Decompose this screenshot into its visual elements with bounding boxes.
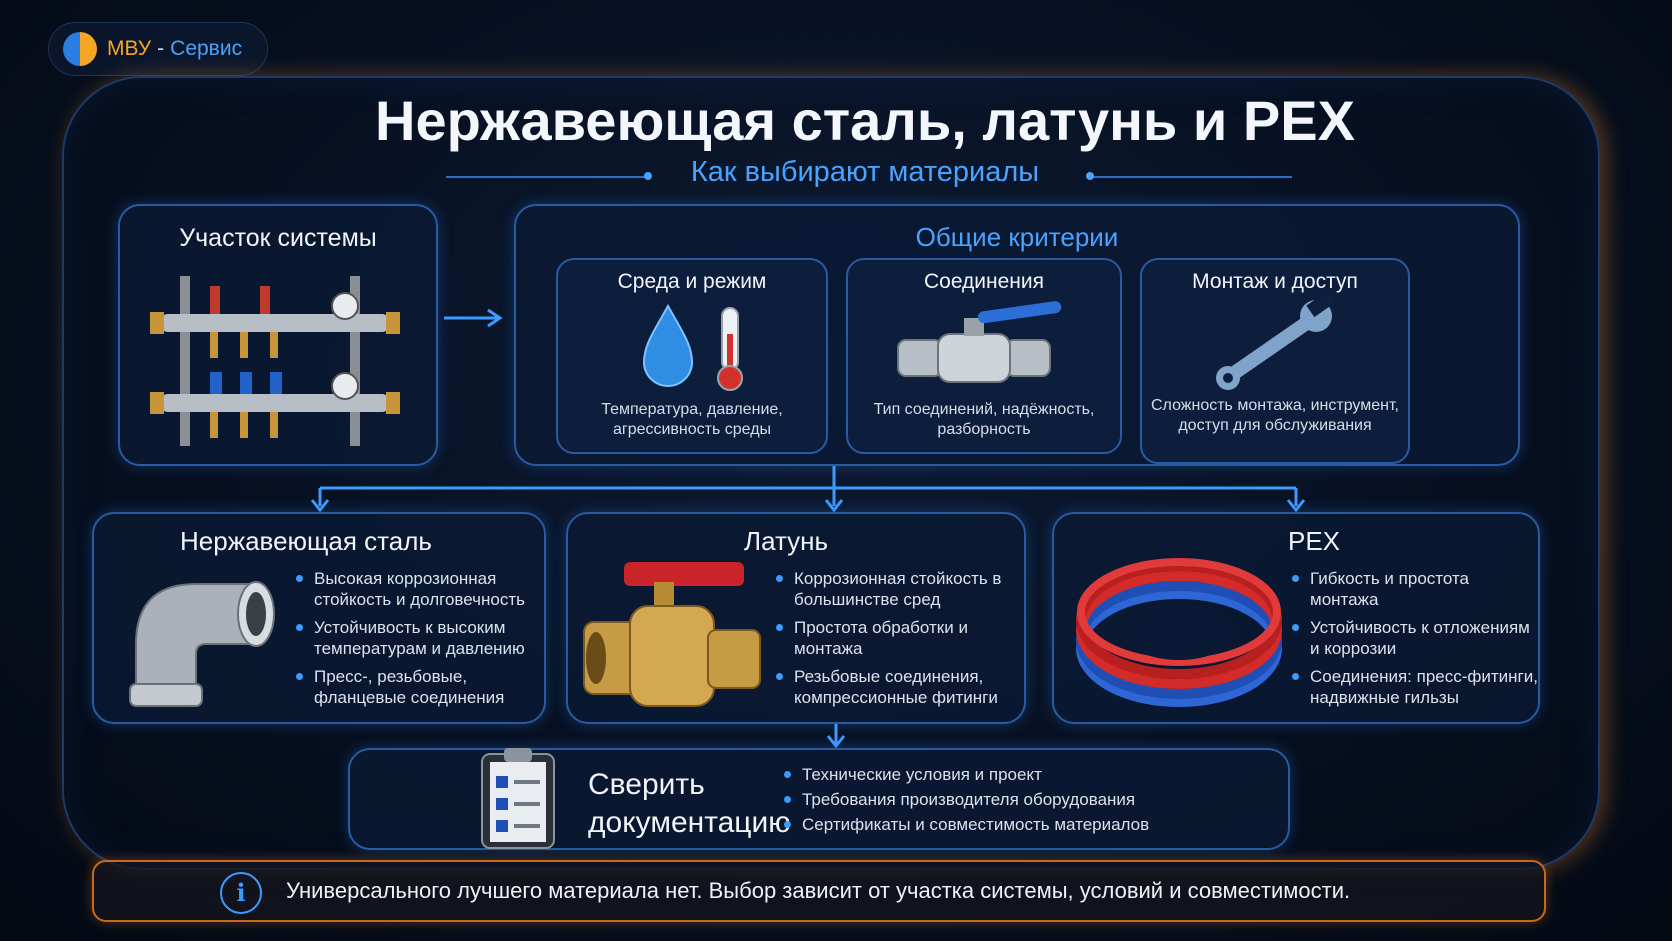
brand-separator: -: [157, 37, 165, 60]
subtitle-line-left: [446, 176, 646, 178]
brand-name-part1: МВУ: [107, 37, 152, 60]
material-bullets: Гибкость и простота монтажа Устойчивость…: [1290, 568, 1540, 715]
criteria-card-desc: Сложность монтажа, инструмент, доступ дл…: [1151, 397, 1399, 434]
page-title: Нержавеющая сталь, латунь и PEX: [375, 89, 1355, 152]
bullet-item: Сертификаты и совместимость материалов: [782, 814, 1272, 835]
steel-elbow-icon: [129, 581, 275, 707]
page-subtitle: Как выбирают материалы: [690, 156, 1040, 188]
bullet-item: Резьбовые соединения, компрессионные фит…: [774, 666, 1022, 708]
material-bullets: Коррозионная стойкость в большинстве сре…: [774, 568, 1022, 715]
material-panel-steel: Нержавеющая сталь Высокая коррозионная с…: [92, 512, 546, 724]
manifold-icon: [150, 276, 400, 446]
bullet-item: Устойчивость к высоким температурам и да…: [294, 617, 540, 659]
system-section-title: Участок системы: [179, 224, 377, 252]
material-title: PEX: [1288, 526, 1341, 556]
bullet-item: Соединения: пресс-фитинги, надвижные гил…: [1290, 666, 1540, 708]
bullet-item: Устойчивость к отложениям и коррозии: [1290, 617, 1540, 659]
bullet-item: Требования производителя оборудования: [782, 789, 1272, 810]
bullet-item: Высокая коррозионная стойкость и долгове…: [294, 568, 540, 610]
clipboard-checklist-icon: [481, 748, 555, 849]
connector-lines: [310, 466, 1306, 513]
material-title: Латунь: [744, 526, 829, 556]
arrow-down-icon: [826, 724, 846, 749]
ball-valve-icon: [897, 301, 1062, 383]
system-section-panel: Участок системы: [118, 204, 438, 466]
material-bullets: Высокая коррозионная стойкость и долгове…: [294, 568, 540, 715]
criteria-section-title: Общие критерии: [915, 222, 1119, 252]
brand-name-part2: Сервис: [170, 37, 243, 60]
material-panel-pex: PEX Гибкость и простота монтажа Устойчив…: [1052, 512, 1540, 724]
info-icon: i: [220, 872, 262, 914]
docs-title: Сверить документацию: [588, 768, 791, 839]
arrow-right-icon: [444, 308, 503, 328]
subtitle-dot-right: [1086, 172, 1094, 180]
criteria-card-installation: Монтаж и доступ Сложность монтажа, инстр…: [1140, 258, 1410, 464]
notice-text: Универсального лучшего материала нет. Вы…: [286, 878, 1351, 903]
subtitle-dot-left: [644, 172, 652, 180]
notice-banner: i Универсального лучшего материала нет. …: [92, 860, 1546, 922]
bullet-item: Пресс-, резьбовые, фланцевые соединения: [294, 666, 540, 708]
water-drop-thermometer-icon: [642, 303, 743, 391]
bullet-item: Коррозионная стойкость в большинстве сре…: [774, 568, 1022, 610]
bullet-item: Простота обработки и монтажа: [774, 617, 1022, 659]
criteria-card-title: Монтаж и доступ: [1192, 270, 1358, 293]
brand-badge: МВУ - Сервис: [48, 22, 268, 76]
criteria-section-panel: Общие критерии Среда и режим Температура…: [514, 204, 1520, 466]
subtitle-line-right: [1092, 176, 1292, 178]
material-title: Нержавеющая сталь: [180, 526, 432, 556]
material-panel-brass: Латунь Коррозионная стойкость в большинс…: [566, 512, 1026, 724]
criteria-card-environment: Среда и режим Температура, давление, агр…: [556, 258, 828, 454]
criteria-card-title: Среда и режим: [617, 270, 767, 293]
wrench-icon: [1216, 290, 1336, 390]
criteria-card-connections: Соединения Тип соединений, надёжность, р…: [846, 258, 1122, 454]
docs-panel: Сверить документацию Технические условия…: [348, 748, 1290, 850]
brass-valve-icon: [583, 562, 761, 707]
pex-coil-icon: [1076, 558, 1282, 707]
criteria-card-desc: Температура, давление, агрессивность сре…: [601, 401, 783, 438]
criteria-card-desc: Тип соединений, надёжность, разборность: [873, 401, 1095, 438]
docs-bullets: Технические условия и проект Требования …: [782, 764, 1272, 839]
bullet-item: Гибкость и простота монтажа: [1290, 568, 1540, 610]
brand-logo-icon: [63, 32, 97, 66]
bullet-item: Технические условия и проект: [782, 764, 1272, 785]
criteria-card-title: Соединения: [923, 270, 1045, 293]
